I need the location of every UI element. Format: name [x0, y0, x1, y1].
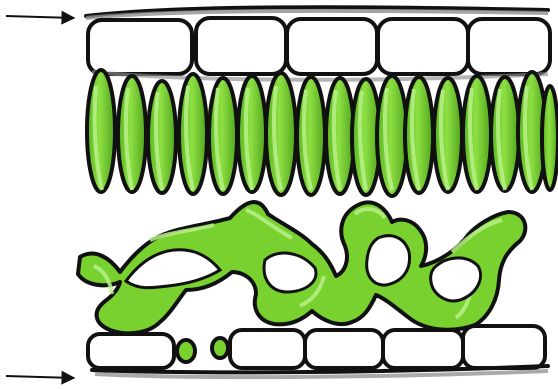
- epidermis-cell: [196, 18, 286, 74]
- palisade-cell: [238, 76, 266, 192]
- upper-epidermis: [86, 7, 550, 80]
- epidermis-cell: [468, 19, 550, 74]
- epidermis-cell: [305, 330, 383, 368]
- epidermis-cell: [378, 19, 468, 74]
- palisade-layer: [87, 70, 558, 196]
- epidermis-cell: [287, 19, 377, 74]
- top-arrow: [6, 16, 74, 18]
- palisade-cell: [542, 86, 558, 190]
- palisade-cell: [148, 81, 176, 193]
- epidermis-cell: [230, 330, 305, 368]
- epidermis-cell: [463, 326, 545, 368]
- palisade-cell: [463, 76, 491, 192]
- epidermis-cell: [88, 334, 174, 368]
- epidermis-cell: [88, 20, 192, 74]
- palisade-cell: [87, 70, 115, 192]
- lower-epidermis: [88, 326, 548, 377]
- palisade-cell: [118, 76, 146, 192]
- palisade-cell: [179, 74, 207, 194]
- palisade-cell: [377, 76, 407, 196]
- guard-cell: [177, 340, 195, 362]
- palisade-cell: [209, 78, 237, 194]
- palisade-cell: [297, 77, 325, 195]
- palisade-cell: [266, 73, 296, 195]
- palisade-cell: [326, 78, 354, 194]
- palisade-cell: [434, 78, 462, 192]
- bottom-arrow: [6, 376, 74, 378]
- guard-cell: [212, 338, 228, 358]
- palisade-cell: [491, 77, 519, 191]
- palisade-cell: [405, 77, 433, 193]
- air-space: [367, 236, 410, 285]
- epidermis-cell: [383, 330, 463, 368]
- spongy-mesophyll: [78, 202, 525, 333]
